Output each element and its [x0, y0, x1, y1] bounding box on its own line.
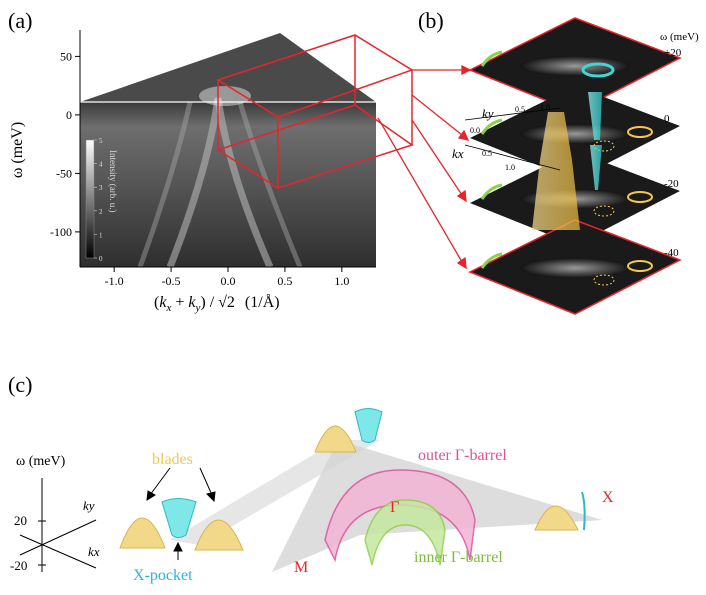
blade-shapes — [119, 425, 579, 551]
y-tick-label: -100 — [50, 225, 72, 239]
b-k-axes — [464, 107, 561, 171]
x-tick-label: 1.0 — [334, 274, 349, 288]
panel-a-plot: 0 1 2 3 4 5 Intensity (arb. u.) -1.0 -0.5 0.0 0.… — [9, 30, 414, 314]
blade-contour — [627, 126, 653, 138]
c-axes — [19, 478, 97, 572]
blade-contour — [593, 205, 615, 217]
b-kx-label: kx — [452, 146, 464, 161]
label-xpocket: X-pocket — [133, 567, 193, 584]
panel-a-to-b-arrows — [377, 64, 472, 270]
band-right — [214, 97, 274, 269]
band-top-glow — [199, 86, 251, 106]
b-k-tick-label: 0.5 — [515, 105, 525, 114]
label-gamma: Γ — [390, 499, 399, 516]
label-X: X — [602, 489, 614, 506]
blade-contour — [627, 191, 653, 203]
c-kx-label: kx — [88, 544, 100, 559]
colorbar-tick-label: 2 — [99, 208, 103, 216]
x-tick-label: -0.5 — [162, 274, 181, 288]
band-left — [166, 97, 222, 269]
c-tick-20: 20 — [14, 513, 27, 528]
band-outer-right — [237, 101, 303, 268]
x-tick-label: -1.0 — [105, 274, 124, 288]
colorbar-tick-label: 0 — [99, 255, 103, 263]
slice-energy-label: +20 — [664, 47, 682, 59]
blade-contour — [593, 140, 615, 152]
gamma-barrels — [324, 469, 476, 566]
blade-contour — [593, 274, 615, 286]
colorbar-tick-label: 4 — [99, 161, 103, 169]
colorbar-tick-label: 3 — [99, 184, 103, 192]
b-k-ticks: 0.5 1.0 0.0 0.5 1.0 — [470, 103, 550, 172]
label-arrows — [146, 467, 216, 560]
label-inner-barrel: inner Γ-barrel — [414, 549, 503, 566]
arpes-map — [80, 102, 376, 267]
bz-plane-left — [170, 440, 380, 545]
y-axis-label: ω (meV) — [9, 122, 26, 178]
x-tick-label: 0.5 — [277, 274, 292, 288]
b-k-tick-label: 1.0 — [505, 163, 515, 172]
colorbar — [85, 139, 95, 259]
gamma-contour — [480, 252, 503, 269]
panel-label-b: (b) — [418, 8, 444, 33]
slice-energy-label: -40 — [664, 247, 679, 259]
y-tick-label: 50 — [60, 49, 72, 63]
panel-label-a: (a) — [8, 8, 32, 33]
xpocket-contour — [581, 62, 615, 78]
b-k-tick-label: 0.5 — [482, 149, 492, 158]
gamma-contour — [480, 118, 503, 135]
colorbar-label: Intensity (arb. u.) — [108, 150, 118, 212]
label-M: M — [294, 559, 308, 576]
arpes-map-top — [80, 33, 376, 102]
gamma-contour — [480, 50, 503, 67]
c-ky-label: ky — [83, 498, 95, 513]
slice-energy-label: -20 — [664, 178, 679, 190]
slice-energy-label: 0 — [664, 113, 670, 125]
b-energy-axis-label: ω (meV) — [660, 31, 699, 43]
y-tick-label: -50 — [56, 166, 72, 180]
y-tick-label: 0 — [66, 108, 72, 122]
energy-slice: -40 — [468, 219, 682, 315]
label-outer-barrel: outer Γ-barrel — [418, 447, 507, 464]
slice-intensity — [520, 56, 630, 76]
blade-cone-2 — [532, 160, 580, 230]
b-ky-label: ky — [482, 106, 494, 121]
b-k-tick-label: 1.0 — [540, 103, 550, 112]
xpocket-cone-2 — [590, 145, 602, 190]
x-axis-label: (kx + ky) / √2(1/Å) — [154, 293, 280, 314]
slice-intensity — [520, 124, 630, 144]
label-blades: blades — [152, 451, 193, 468]
x-tick-label: 0.0 — [221, 274, 236, 288]
colorbar-ticks: 0 1 2 3 4 5 — [94, 137, 103, 263]
blade-contour — [627, 260, 653, 272]
colorbar-tick-label: 5 — [99, 137, 103, 145]
energy-slices: +20 0 -20 -40 — [468, 17, 682, 315]
c-omega-label: ω (meV) — [16, 454, 66, 469]
panel-label-c: (c) — [8, 372, 32, 397]
b-k-tick-label: 0.0 — [470, 126, 480, 135]
blade-cone-1 — [540, 112, 572, 160]
gamma-contour — [480, 183, 503, 200]
colorbar-tick-label: 1 — [99, 231, 103, 239]
energy-slice: +20 — [468, 17, 682, 113]
slice-intensity — [520, 258, 630, 278]
c-tick-neg20: -20 — [10, 558, 27, 573]
xpocket-cone-1 — [588, 92, 602, 140]
xpocket-shapes — [161, 408, 586, 538]
band-outer-left — [137, 101, 193, 268]
